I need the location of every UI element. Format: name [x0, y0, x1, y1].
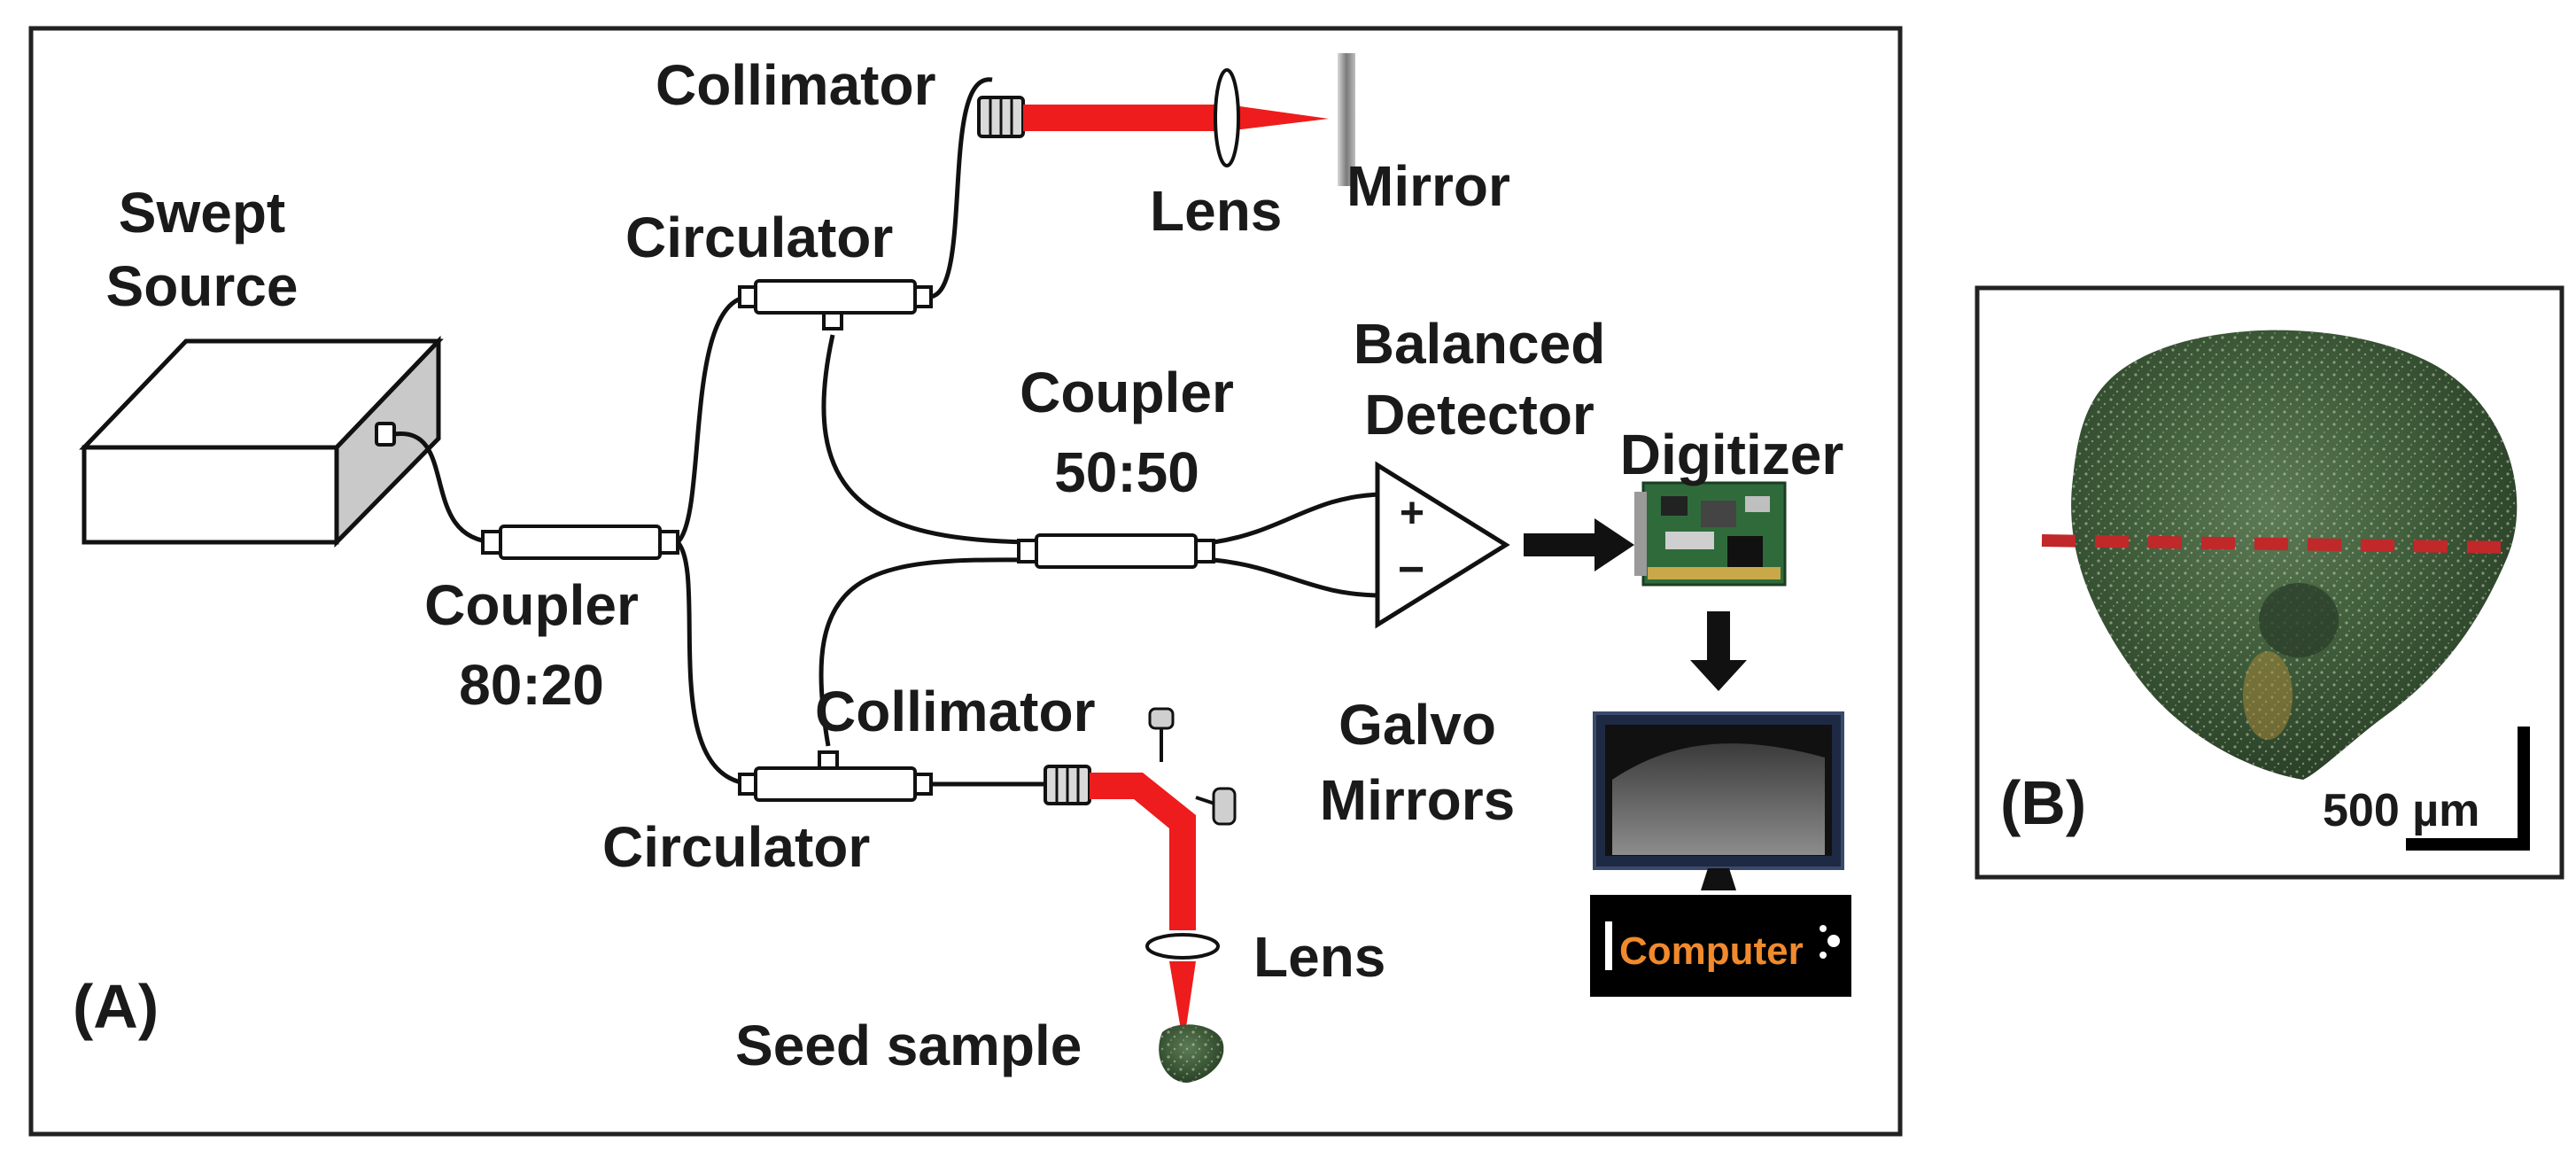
collimator-top — [977, 96, 1025, 138]
coupler-5050-label-1: Coupler — [1020, 361, 1234, 424]
sample-beam-focus — [1169, 961, 1196, 1045]
lens-bottom — [1145, 933, 1220, 960]
reference-beam — [1023, 105, 1218, 131]
collimator-top-label: Collimator — [656, 53, 935, 117]
fiber-network — [393, 77, 1383, 787]
scale-bar-label: 500 µm — [2323, 785, 2479, 836]
circulator-bottom-label: Circulator — [602, 815, 870, 879]
galvo-mirrors-label-2: Mirrors — [1320, 768, 1516, 832]
collimator-bottom-label: Collimator — [815, 680, 1095, 743]
swept-source-label-1: Swept — [119, 181, 285, 245]
arrow-to-computer — [1690, 611, 1747, 691]
swept-source-box — [79, 335, 444, 548]
computer-label: Computer — [1619, 929, 1804, 973]
coupler-80-20 — [481, 525, 679, 560]
panel-a-label: (A) — [73, 972, 159, 1041]
balanced-detector-label-2: Detector — [1364, 383, 1594, 447]
detector-plus: + — [1400, 490, 1424, 537]
reference-beam-focus — [1227, 105, 1329, 131]
coupler-5050-label-2: 50:50 — [1054, 440, 1199, 504]
lens-bottom-label: Lens — [1253, 925, 1385, 989]
mirror-label: Mirror — [1346, 154, 1510, 218]
circulator-top — [738, 279, 933, 330]
sample-beam — [1090, 773, 1196, 930]
galvo-mirrors-label-1: Galvo — [1338, 693, 1496, 757]
panel-b-label: (B) — [2000, 768, 2086, 837]
digitizer-label: Digitizer — [1620, 423, 1843, 486]
circulator-top-label: Circulator — [625, 206, 893, 269]
detector-minus: − — [1398, 544, 1424, 595]
swept-source-label-2: Source — [106, 254, 299, 318]
coupler-8020-label-2: 80:20 — [459, 653, 604, 717]
balanced-detector-label-1: Balanced — [1354, 312, 1606, 376]
scan-line — [2041, 534, 2517, 554]
seed-sample-texture — [1159, 1024, 1224, 1083]
computer-monitor — [1590, 711, 1851, 997]
seed-photo — [2071, 330, 2518, 780]
balanced-detector — [1375, 461, 1510, 629]
scale-bar — [2406, 727, 2530, 851]
reference-mirror — [1338, 53, 1355, 186]
lens-top — [1214, 68, 1240, 167]
seed-sample-label: Seed sample — [735, 1014, 1082, 1077]
lens-top-label: Lens — [1150, 179, 1282, 243]
source-port — [375, 422, 396, 447]
coupler-50-50 — [1017, 533, 1215, 569]
collimator-bottom — [1044, 765, 1091, 805]
digitizer-card — [1634, 481, 1787, 587]
circulator-bottom — [738, 750, 933, 802]
coupler-8020-label-1: Coupler — [424, 573, 639, 637]
galvo-mirrors — [1148, 707, 1237, 826]
arrow-to-digitizer — [1524, 518, 1634, 571]
panel-a-frame — [28, 26, 1903, 1137]
